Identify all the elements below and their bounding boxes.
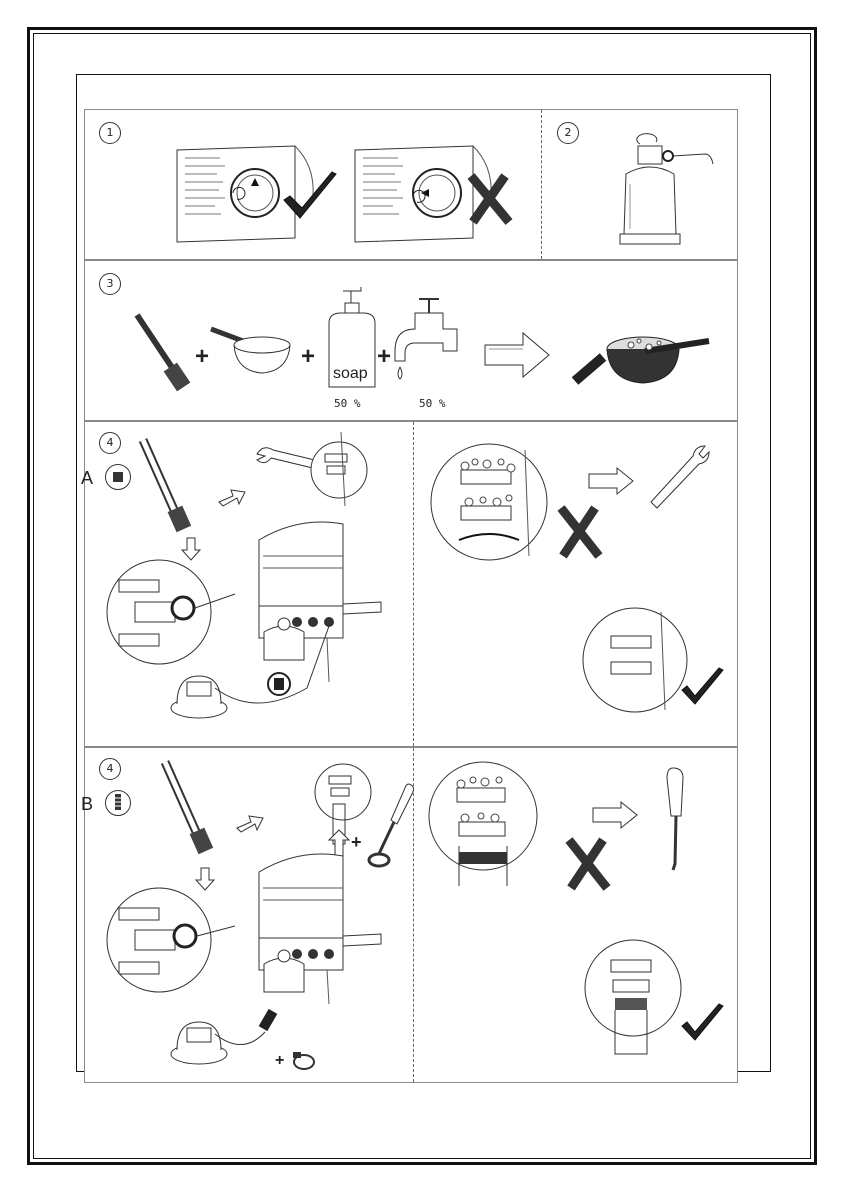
- step-badge-4b: 4: [99, 758, 121, 780]
- panel-step-1-2: 1 2: [84, 109, 738, 260]
- hose-clamp-badge: [105, 790, 131, 816]
- soap-bottle-label: soap: [333, 365, 368, 383]
- divider-step-4a: [413, 422, 414, 746]
- leaking-connection-magnified: [425, 440, 555, 560]
- divider-step-1-2: [541, 110, 542, 259]
- regulator-icon: [105, 886, 235, 996]
- brush-icon: [157, 758, 227, 858]
- cross-icon: [465, 172, 515, 227]
- plus-sign: +: [377, 343, 391, 371]
- panel-step-3: 3 + + soap 50 % + 50 %: [84, 260, 738, 421]
- sealed-connection-magnified: [581, 606, 691, 716]
- tap-icon: [395, 291, 465, 391]
- screwdriver-icon: [655, 764, 699, 874]
- soap-percentage: 50 %: [334, 397, 361, 410]
- brush-icon: [135, 436, 205, 536]
- plus-sign: +: [275, 1052, 284, 1070]
- variant-label-b: B: [81, 794, 93, 815]
- regulator-icon: [105, 558, 235, 668]
- cylinder-with-hose-illustration: [169, 654, 349, 734]
- gas-cylinder-icon: [610, 124, 720, 254]
- hose-connection-magnified: [311, 428, 371, 518]
- bowl-icon: [207, 321, 297, 381]
- arrow-icon: [587, 466, 637, 496]
- clamped-connection-magnified: [583, 936, 683, 1076]
- step-badge-1: 1: [99, 122, 121, 144]
- wrench-icon: [641, 442, 711, 512]
- cross-icon: [563, 834, 613, 894]
- check-icon: [679, 666, 725, 710]
- hose-clamp-icon: [291, 1050, 317, 1074]
- water-percentage: 50 %: [419, 397, 446, 410]
- variant-label-a: A: [81, 468, 93, 489]
- step-badge-2: 2: [557, 122, 579, 144]
- arrow-icon: [235, 812, 265, 836]
- arrow-icon: [217, 486, 247, 510]
- check-icon: [679, 1002, 725, 1046]
- step-badge-4a: 4: [99, 432, 121, 454]
- check-icon: [280, 170, 340, 225]
- panel-step-4a: 4 A: [84, 421, 738, 747]
- brush-icon: [133, 305, 193, 395]
- leaking-connection-magnified: [425, 760, 545, 890]
- gas-cylinder-icon: [260, 944, 310, 994]
- plus-sign: +: [301, 343, 315, 371]
- panel-step-4b: 4 B +: [84, 747, 738, 1083]
- hose-connection-badge: [105, 464, 131, 490]
- arrow-icon: [591, 800, 641, 830]
- arrow-icon: [483, 331, 553, 381]
- step-badge-3: 3: [99, 273, 121, 295]
- cross-icon: [555, 502, 605, 562]
- mixed-solution-bowl-illustration: [573, 321, 713, 391]
